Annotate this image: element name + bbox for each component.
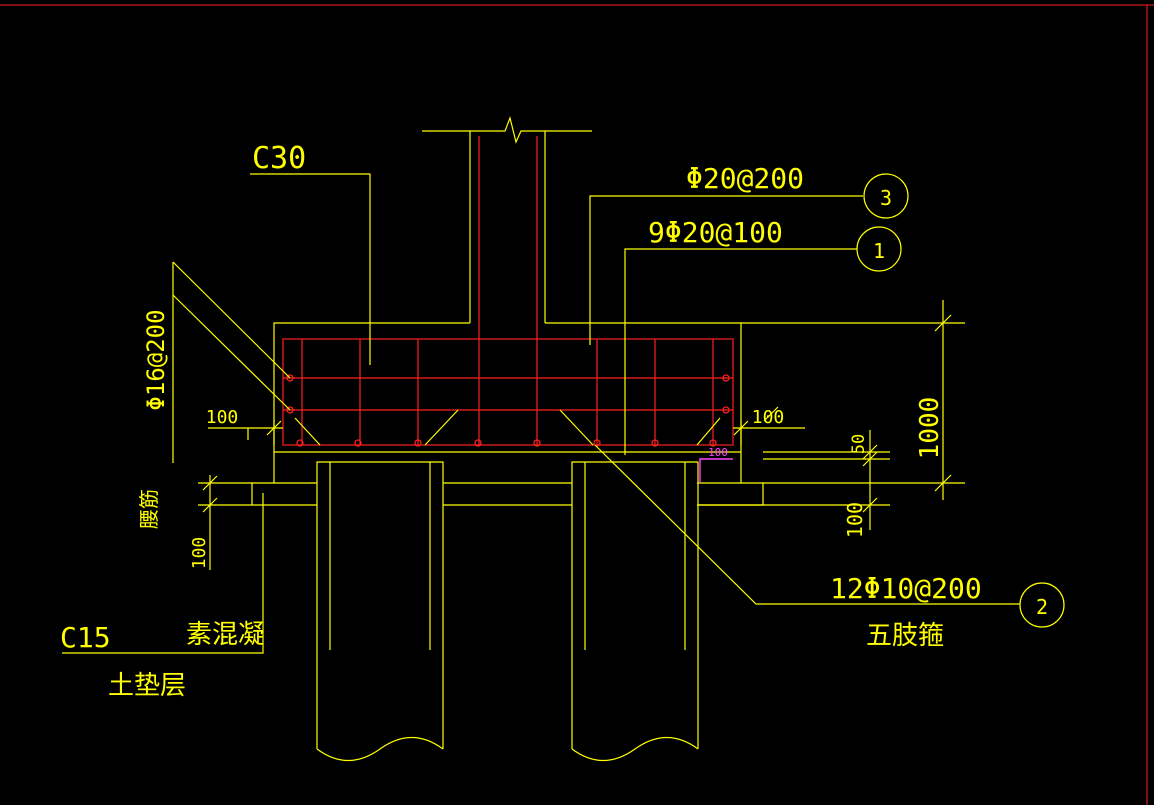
leader-cushion: [62, 493, 264, 654]
dimension-right-offsets: [698, 430, 890, 530]
dimension-height-label: 1000: [915, 397, 945, 460]
dimension-cover-right: [733, 406, 805, 445]
marker-1-label: 1: [873, 239, 885, 263]
leader-side-rebar: [172, 261, 291, 463]
side-rebar-label: Φ16@200: [142, 309, 170, 410]
marker-2-label: 2: [1036, 595, 1048, 619]
marker-3-label: 3: [880, 186, 892, 210]
column-rebar: [478, 136, 538, 445]
stirrup-hooks: [294, 409, 721, 446]
leader-rebar-top: [589, 195, 863, 345]
pile-left: [316, 461, 444, 761]
dimension-cover-right-label: 100: [752, 407, 785, 428]
dimension-cover-left-label: 100: [206, 407, 239, 428]
viewport-frame: [0, 4, 1154, 805]
marker-1[interactable]: 1: [856, 226, 902, 272]
cushion-grade-label: C15: [60, 621, 111, 654]
dimension-cushion-right-label: 100: [843, 502, 867, 538]
leader-stirrup: [594, 444, 1020, 605]
leader-c30: [250, 173, 371, 365]
dimension-small-offset-label: 50: [849, 434, 869, 454]
concrete-grade-label: C30: [252, 141, 306, 176]
rebar-bottom-label: 9Φ20@100: [648, 216, 783, 249]
column-outline: [422, 116, 592, 323]
dimension-height: [741, 300, 965, 500]
side-bar-name-label: 腰筋: [137, 489, 161, 529]
dimension-cushion-left-label: 100: [189, 537, 210, 570]
rebar-top-label: Φ20@200: [686, 162, 804, 195]
cushion-material-label: 素混凝: [186, 620, 264, 650]
stirrup-spec-label: 12Φ10@200: [830, 572, 982, 605]
cushion-layer-label: 土垫层: [108, 671, 186, 701]
pile-cap-outline: [273, 322, 742, 483]
marker-3[interactable]: 3: [863, 173, 909, 219]
marker-2[interactable]: 2: [1019, 582, 1065, 628]
dimension-magenta-label: 100: [708, 446, 728, 459]
dimension-magenta: [699, 458, 733, 483]
cushion-layer: [251, 482, 764, 506]
stirrup-type-label: 五肢箍: [866, 621, 944, 651]
rebar-dots: [286, 374, 730, 447]
dimension-cushion-left: [198, 475, 252, 570]
leader-rebar-bottom: [624, 248, 857, 455]
pile-right: [571, 461, 699, 761]
rebar-cage: [282, 338, 734, 446]
dimension-cover-left: [208, 420, 283, 445]
